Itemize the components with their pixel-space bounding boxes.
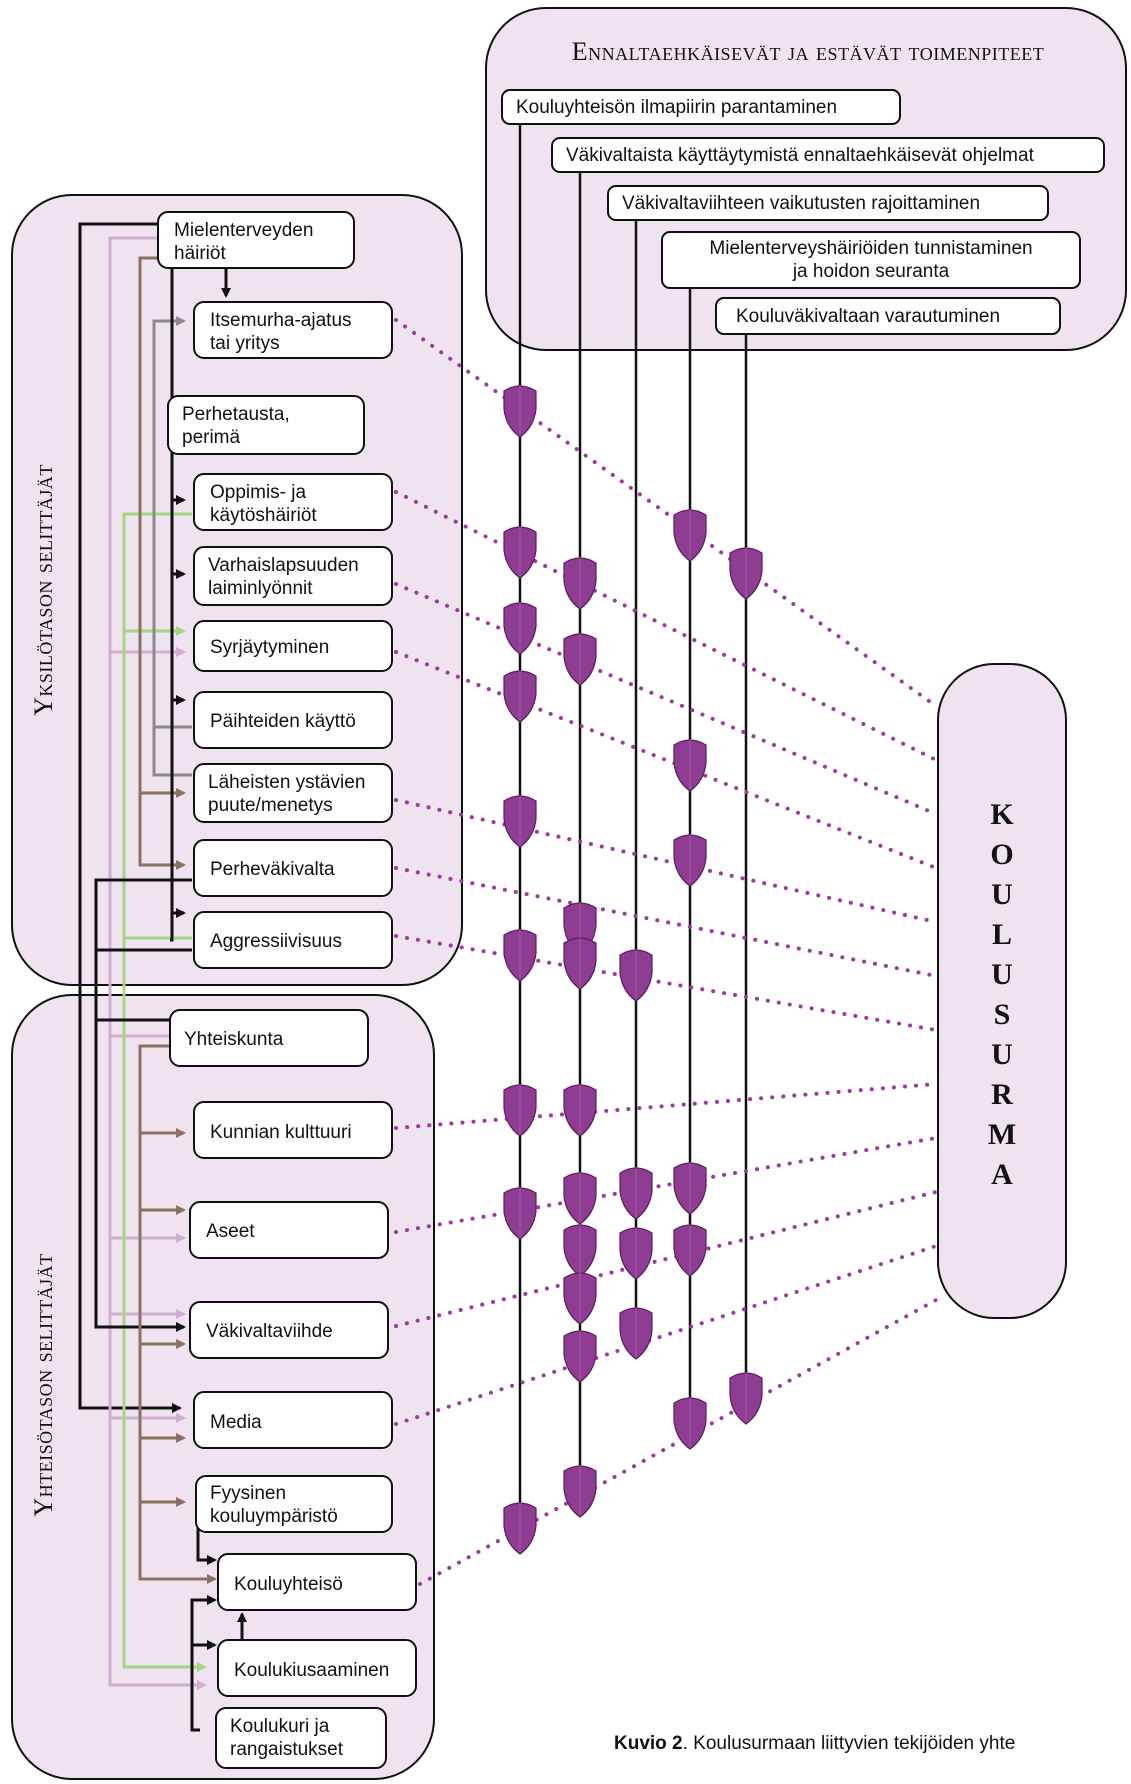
svg-text:Yhteiskunta: Yhteiskunta (184, 1029, 284, 1050)
measure-mielenterveys: Mielenterveyshäiriöiden tunnistaminen ja… (661, 231, 1081, 289)
factor-ystavien-puute: Läheisten ystävien puute/menetys (193, 763, 393, 823)
connector-varhaislapsuus (394, 582, 938, 816)
svg-text:Kouluyhteisö: Kouluyhteisö (234, 1574, 343, 1595)
connector-aseet (394, 1136, 938, 1234)
factor-fyysinen-kouluymparisto: Fyysinen kouluympäristö (195, 1475, 393, 1533)
figure-caption: Kuvio 2. Koulusurmaan liittyvien tekijöi… (614, 1733, 1015, 1754)
svg-text:käytöshäiriöt: käytöshäiriöt (210, 505, 317, 526)
shield-markers (503, 385, 763, 1555)
connector-vakivaltaviihde (394, 1190, 938, 1328)
svg-text:S: S (994, 998, 1011, 1031)
svg-text:Mielenterveyshäiriöiden tunnis: Mielenterveyshäiriöiden tunnistaminen (709, 238, 1032, 259)
factor-kouluyhteiso: Kouluyhteisö (217, 1553, 417, 1611)
svg-text:M: M (988, 1118, 1016, 1151)
svg-text:Väkivaltaviihde: Väkivaltaviihde (206, 1321, 333, 1342)
preventive-title: Ennaltaehkäisevät ja estävät toimenpitee… (572, 37, 1044, 66)
factor-paihteet: Päihteiden käyttö (193, 691, 393, 749)
green-feeder (122, 512, 207, 1672)
measure-ilmapiiri: Kouluyhteisön ilmapiirin parantaminen (501, 89, 901, 125)
factor-aggressiivisuus: Aggressiivisuus (193, 911, 393, 969)
koulusurma-label: K O U L U S U R M A (988, 798, 1016, 1191)
svg-text:Syrjäytyminen: Syrjäytyminen (210, 637, 329, 658)
svg-text:Aseet: Aseet (206, 1221, 255, 1242)
svg-text:kouluympäristö: kouluympäristö (210, 1506, 338, 1527)
black-spine (167, 258, 177, 942)
measure-ohjelmat: Väkivaltaista käyttäytymistä ennaltaehkä… (551, 137, 1105, 173)
svg-text:Varhaislapsuuden: Varhaislapsuuden (208, 555, 359, 576)
svg-text:Aggressiivisuus: Aggressiivisuus (210, 931, 342, 952)
svg-text:Kouluyhteisön ilmapiirin paran: Kouluyhteisön ilmapiirin parantaminen (516, 97, 837, 118)
svg-text:laiminlyönnit: laiminlyönnit (208, 578, 313, 599)
svg-text:Fyysinen: Fyysinen (210, 1483, 286, 1504)
factor-perhevakivalta: Perheväkivalta (193, 839, 393, 897)
factor-itsemurha: Itsemurha-ajatus tai yritys (193, 301, 393, 359)
svg-text:Läheisten ystävien: Läheisten ystävien (208, 772, 365, 793)
connector-aggressiivisuus (394, 934, 938, 1032)
brown-feeder (138, 256, 186, 870)
svg-text:L: L (992, 918, 1012, 951)
svg-text:Media: Media (210, 1412, 262, 1433)
connector-itsemurha (394, 318, 938, 708)
connector-kouluyhteiso (418, 1298, 938, 1586)
dotted-connectors (394, 318, 938, 1586)
community-title: Yhteisötason selittäjät (29, 1253, 58, 1516)
svg-text:K: K (990, 798, 1014, 831)
svg-text:Väkivaltaviihteen vaikutusten: Väkivaltaviihteen vaikutusten rajoittami… (622, 193, 980, 214)
svg-text:rangaistukset: rangaistukset (230, 1739, 344, 1760)
svg-text:U: U (991, 878, 1013, 911)
svg-text:Mielenterveyden: Mielenterveyden (174, 220, 313, 241)
svg-text:puute/menetys: puute/menetys (208, 795, 333, 816)
factor-varhaislapsuus: Varhaislapsuuden laiminlyönnit (193, 546, 393, 606)
factor-vakivaltaviihde: Väkivaltaviihde (189, 1301, 389, 1359)
connector-media (394, 1244, 938, 1426)
connector-oppimis (394, 490, 938, 762)
svg-text:Perheväkivalta: Perheväkivalta (210, 859, 335, 880)
svg-text:Oppimis- ja: Oppimis- ja (210, 482, 307, 503)
svg-text:ja hoidon seuranta: ja hoidon seuranta (792, 261, 950, 282)
svg-text:häiriöt: häiriöt (174, 243, 226, 264)
pink-feeder (108, 236, 207, 1690)
svg-text:Päihteiden käyttö: Päihteiden käyttö (210, 711, 356, 732)
measure-varautuminen: Kouluväkivaltaan varautuminen (715, 297, 1061, 335)
koulusurma-panel (937, 663, 1067, 1319)
community-factors: Yhteiskunta Kunnian kulttuuri Aseet Väki… (169, 1009, 417, 1769)
svg-text:A: A (991, 1158, 1013, 1191)
factor-koulukuri: Koulukuri ja rangaistukset (215, 1707, 387, 1769)
preventive-measures: Kouluyhteisön ilmapiirin parantaminen Vä… (501, 89, 1105, 335)
svg-text:Koulukuri ja: Koulukuri ja (230, 1716, 330, 1737)
factor-yhteiskunta: Yhteiskunta (169, 1009, 369, 1067)
svg-text:Kouluväkivaltaan varautuminen: Kouluväkivaltaan varautuminen (736, 306, 1000, 327)
svg-text:Väkivaltaista käyttäytymistä e: Väkivaltaista käyttäytymistä ennaltaehkä… (566, 145, 1035, 166)
connector-ystavat (394, 798, 938, 924)
black-feeder-outer (78, 222, 182, 1413)
factor-aseet: Aseet (189, 1201, 389, 1259)
factor-perhetausta: Perhetausta, perimä (167, 395, 365, 455)
feeder-lines (78, 222, 247, 1732)
svg-text:Perhetausta,: Perhetausta, (182, 404, 290, 425)
svg-text:U: U (991, 1038, 1013, 1071)
individual-factors: Mielenterveyden häiriöt Itsemurha-ajatus… (157, 211, 393, 969)
measure-viihde: Väkivaltaviihteen vaikutusten rajoittami… (607, 185, 1049, 221)
brown-feeder-community (138, 1044, 217, 1584)
svg-text:Itsemurha-ajatus: Itsemurha-ajatus (210, 310, 352, 331)
factor-media: Media (193, 1391, 393, 1449)
svg-text:Kunnian kulttuuri: Kunnian kulttuuri (210, 1122, 352, 1143)
svg-text:R: R (991, 1078, 1013, 1111)
svg-text:perimä: perimä (182, 427, 241, 448)
svg-text:U: U (991, 958, 1013, 991)
individual-title: Yksilötason selittäjät (29, 464, 58, 716)
factor-kunnian-kulttuuri: Kunnian kulttuuri (193, 1101, 393, 1159)
svg-text:O: O (990, 838, 1013, 871)
connector-perhevakivalta (394, 866, 938, 978)
svg-text:Koulukiusaaminen: Koulukiusaaminen (234, 1660, 389, 1681)
factor-mielenterveyden-hairiot: Mielenterveyden häiriöt (157, 211, 355, 269)
factor-koulukiusaaminen: Koulukiusaaminen (217, 1639, 417, 1697)
factor-syrjaytyminen: Syrjäytyminen (193, 620, 393, 672)
svg-text:tai yritys: tai yritys (210, 333, 280, 354)
connector-syrjaytyminen (394, 650, 938, 870)
connector-kunnia (394, 1082, 938, 1130)
factor-oppimishairiot: Oppimis- ja käytöshäiriöt (193, 473, 393, 531)
